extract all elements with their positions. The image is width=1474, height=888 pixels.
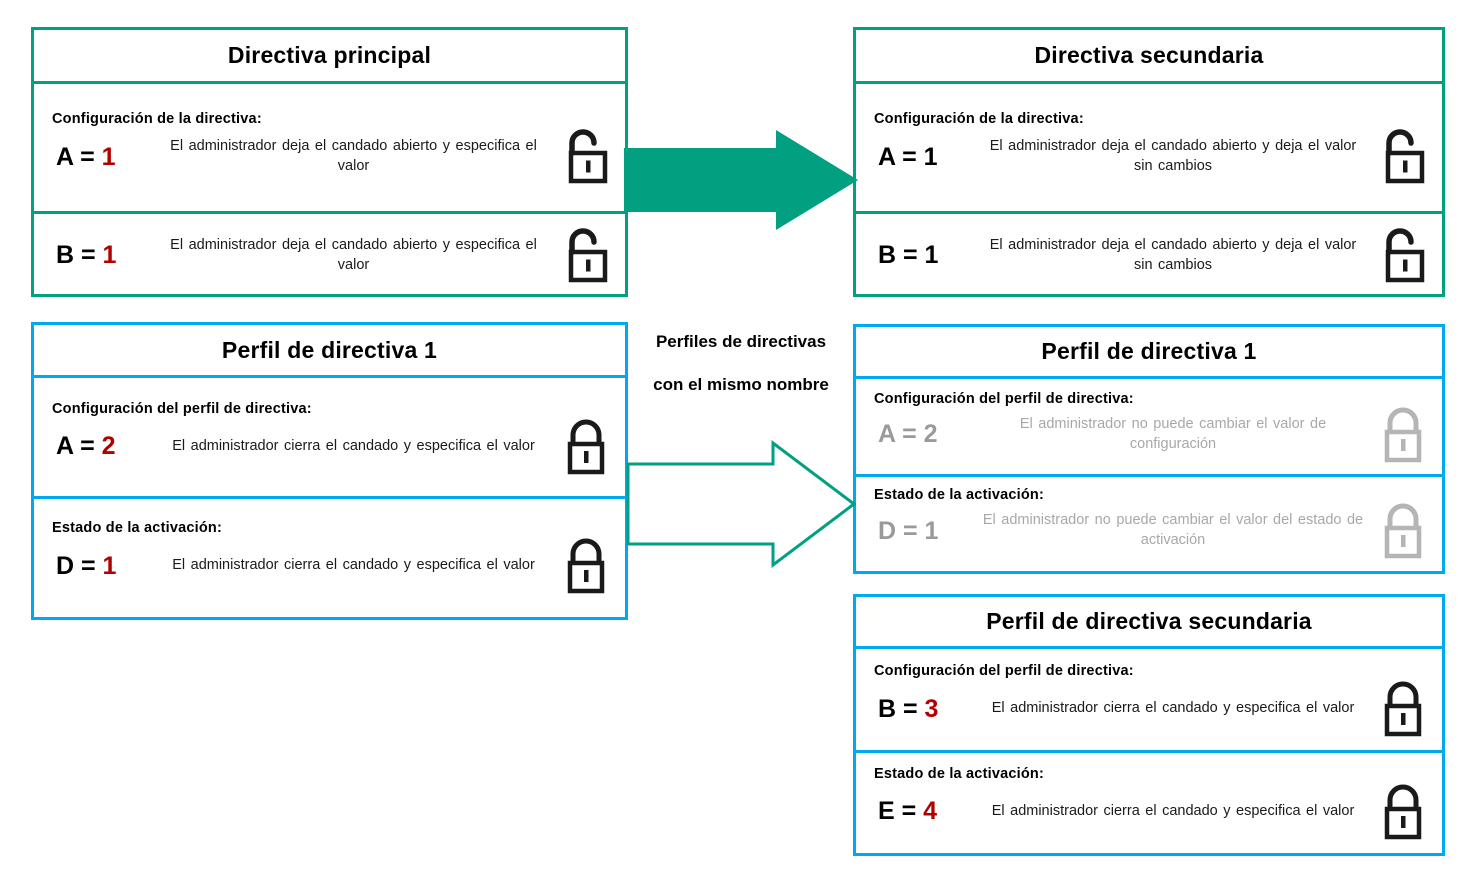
profile-row: Configuración del perfil de directiva: A…	[856, 379, 1442, 474]
row-body: D = 1 El administrador cierra el candado…	[34, 536, 625, 596]
row-heading: Configuración del perfil de directiva:	[874, 663, 1134, 679]
center-caption: Perfiles de directivas con el mismo nomb…	[636, 310, 846, 416]
arrow-profile-inheritance	[626, 439, 857, 569]
locked-icon	[1372, 501, 1434, 561]
row-key-letter: A =	[878, 142, 924, 171]
panel-profile-left: Perfil de directiva 1 Configuración del …	[31, 322, 628, 620]
row-key-value: 1	[101, 142, 116, 171]
arrow-filled-shape	[624, 130, 858, 230]
row-key-value: 2	[923, 420, 938, 448]
policy-row: B = 1 El administrador deja el candado a…	[856, 211, 1442, 297]
row-heading: Estado de la activación:	[52, 520, 222, 536]
panel-child-policy: Directiva secundaria Configuración de la…	[853, 27, 1445, 297]
profile-row: Configuración del perfil de directiva: A…	[34, 378, 625, 496]
row-body: B = 1 El administrador deja el candado a…	[856, 226, 1442, 286]
profile-row: Estado de la activación: D = 1 El admini…	[34, 496, 625, 614]
row-key-letter: E =	[878, 797, 924, 825]
unlocked-icon	[555, 127, 617, 187]
row-key: D = 1	[856, 517, 974, 546]
row-key-value: 1	[924, 241, 939, 269]
row-heading: Configuración del perfil de directiva:	[874, 390, 1134, 407]
row-body: B = 1 El administrador deja el candado a…	[34, 226, 625, 286]
row-key: B = 1	[856, 241, 974, 270]
policy-row: Configuración de la directiva: A = 1 El …	[34, 84, 625, 211]
row-key-value: 1	[102, 241, 117, 269]
row-key: A = 2	[34, 432, 152, 461]
row-key: B = 3	[856, 695, 974, 724]
locked-icon	[1372, 679, 1434, 739]
row-body: B = 3 El administrador cierra el candado…	[856, 679, 1442, 739]
panel-profile-right: Perfil de directiva 1 Configuración del …	[853, 324, 1445, 574]
row-key: D = 1	[34, 552, 152, 581]
row-key-value: 4	[923, 797, 938, 825]
row-heading: Configuración de la directiva:	[52, 111, 262, 127]
panel-parent-policy: Directiva principal Configuración de la …	[31, 27, 628, 297]
row-key-value: 1	[923, 142, 938, 171]
panel-title-parent-policy: Directiva principal	[34, 30, 625, 84]
center-caption-line1: Perfiles de directivas	[655, 332, 827, 352]
row-heading: Estado de la activación:	[874, 765, 1044, 782]
row-key-letter: D =	[56, 551, 103, 580]
row-key-letter: B =	[878, 241, 925, 269]
panel-title-profile-right: Perfil de directiva 1	[856, 327, 1442, 379]
row-description: El administrador deja el candado abierto…	[989, 138, 1357, 174]
profile-row: Estado de la activación: D = 1 El admini…	[856, 474, 1442, 569]
row-description: El administrador deja el candado abierto…	[989, 236, 1357, 273]
panel-title-profile-left: Perfil de directiva 1	[34, 325, 625, 378]
row-key: B = 1	[34, 241, 152, 270]
panel-title-child-policy: Directiva secundaria	[856, 30, 1442, 84]
row-key-letter: B =	[878, 694, 925, 723]
row-heading: Estado de la activación:	[874, 487, 1044, 503]
row-heading: Configuración de la directiva:	[874, 111, 1084, 127]
row-key: A = 1	[856, 143, 974, 172]
locked-icon	[1372, 782, 1434, 842]
row-body: A = 1 El administrador deja el candado a…	[34, 127, 625, 187]
row-description: El administrador no puede cambiar el val…	[982, 512, 1364, 548]
row-key-value: 2	[101, 432, 116, 460]
policy-row: Configuración de la directiva: A = 1 El …	[856, 84, 1442, 211]
profile-row: Estado de la activación: E = 4 El admini…	[856, 750, 1442, 851]
row-body: A = 2 El administrador cierra el candado…	[34, 417, 625, 477]
row-description: El administrador deja el candado abierto…	[170, 138, 537, 174]
policy-row: B = 1 El administrador deja el candado a…	[34, 211, 625, 297]
profile-row: Configuración del perfil de directiva: B…	[856, 649, 1442, 750]
row-description: El administrador no puede cambiar el val…	[1019, 415, 1327, 452]
row-body: A = 1 El administrador deja el candado a…	[856, 127, 1442, 187]
row-description: El administrador cierra el candado y esp…	[172, 557, 535, 574]
row-key-value: 1	[102, 551, 117, 580]
unlocked-icon	[1372, 226, 1434, 286]
row-description: El administrador deja el candado abierto…	[170, 236, 537, 273]
row-description: El administrador cierra el candado y esp…	[991, 700, 1355, 717]
row-key: E = 4	[856, 797, 974, 826]
panel-child-profile: Perfil de directiva secundaria Configura…	[853, 594, 1445, 856]
row-key-value: 1	[924, 516, 939, 545]
panel-title-child-profile: Perfil de directiva secundaria	[856, 597, 1442, 649]
row-key-letter: D =	[878, 516, 925, 545]
locked-icon	[555, 536, 617, 596]
row-heading: Configuración del perfil de directiva:	[52, 400, 312, 417]
unlocked-icon	[1372, 127, 1434, 187]
row-description: El administrador cierra el candado y esp…	[172, 437, 535, 454]
row-key-letter: A =	[878, 420, 924, 448]
locked-icon	[1372, 405, 1434, 465]
locked-icon	[555, 417, 617, 477]
row-key-value: 3	[924, 694, 939, 723]
center-caption-line2: con el mismo nombre	[653, 374, 829, 394]
arrow-outline-shape	[626, 439, 857, 569]
row-body: E = 4 El administrador cierra el candado…	[856, 782, 1442, 842]
row-description: El administrador cierra el candado y esp…	[991, 802, 1355, 819]
row-body: A = 2 El administrador no puede cambiar …	[856, 405, 1442, 465]
row-key-letter: A =	[56, 432, 102, 460]
row-key-letter: B =	[56, 241, 103, 269]
row-key: A = 1	[34, 143, 152, 172]
row-key-letter: A =	[56, 142, 102, 171]
row-body: D = 1 El administrador no puede cambiar …	[856, 501, 1442, 561]
arrow-policy-inheritance	[624, 130, 858, 230]
unlocked-icon	[555, 226, 617, 286]
row-key: A = 2	[856, 420, 974, 449]
